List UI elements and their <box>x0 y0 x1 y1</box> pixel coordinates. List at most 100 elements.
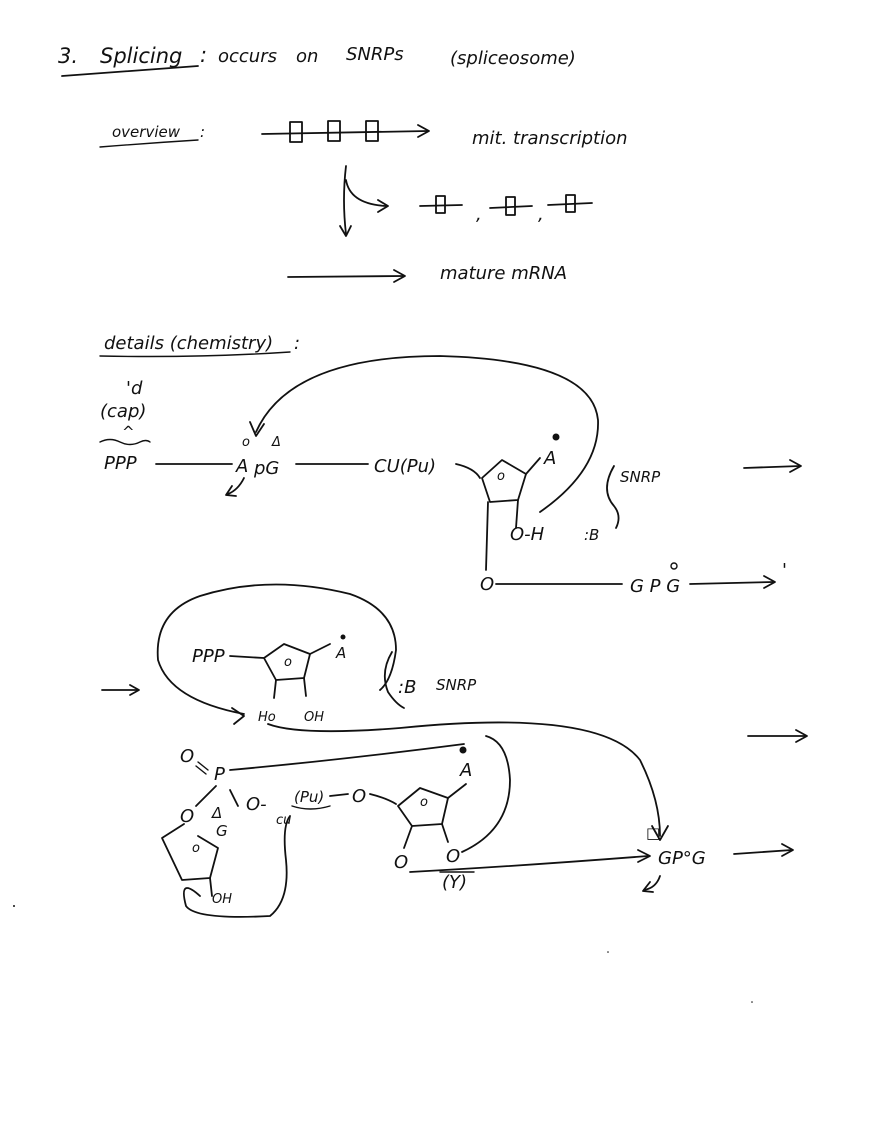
branch-dot-2 <box>340 634 346 640</box>
prime-mark: ' <box>782 560 787 581</box>
attack-arrow-2 <box>267 721 661 837</box>
phosphate-to-a <box>229 743 465 771</box>
circle-mark-2 <box>670 562 678 570</box>
ppp-2: PPP <box>192 646 225 667</box>
branch-loop <box>461 735 511 853</box>
base-label-1: :B <box>584 526 599 544</box>
details-underline <box>99 351 291 358</box>
heading-occurs: occurs <box>218 46 277 67</box>
pg-label: pG <box>253 458 279 479</box>
lariat-loop-2 <box>182 815 291 918</box>
pu-label-2: (Pu) <box>294 788 324 806</box>
cap-squiggle <box>99 438 151 446</box>
curl-arrow <box>643 875 661 891</box>
final-attack-arrowhead <box>637 849 651 863</box>
oh-label-3: OH <box>212 892 232 907</box>
details-label: details (chemistry) <box>104 333 273 354</box>
leaving-arrow <box>227 477 245 495</box>
step-arrowhead-3 <box>781 843 794 857</box>
leaving-arrowhead <box>225 485 237 497</box>
arrowhead-5 <box>763 575 776 589</box>
heading-on: on <box>296 46 318 67</box>
heading-spliceosome: (spliceosome) <box>450 48 576 69</box>
mature-arrow <box>287 269 406 283</box>
triangle-mark: Δ <box>271 435 281 450</box>
branch-dot-1 <box>552 433 560 441</box>
attack-arrowhead-2 <box>651 825 669 841</box>
split-arrows <box>339 165 389 237</box>
branch-dot-3 <box>459 746 467 754</box>
backbone-3 <box>455 463 481 479</box>
step-arrowhead-2 <box>795 729 808 743</box>
snrp-label-1: SNRP <box>620 468 661 486</box>
bond-to-o <box>329 793 349 797</box>
hydroxyl-label: O-H <box>510 524 545 545</box>
heading-number: 3. <box>58 44 78 68</box>
caret-mark: ^ <box>122 423 135 441</box>
lariat-arrowhead <box>231 707 245 725</box>
oxygen-left-2: O <box>394 852 408 873</box>
speck-2 <box>607 951 609 953</box>
heading-snrps: SNRPs <box>346 44 404 65</box>
mature-mrna-label: mature mRNA <box>440 263 567 284</box>
speck-1 <box>13 905 15 907</box>
adenine-2: A <box>335 644 346 662</box>
ribose-ring-2 <box>263 643 331 699</box>
ring-oxygen-2: o <box>284 655 292 670</box>
triangle-mark-2: Δ <box>211 804 222 822</box>
curl-arrowhead <box>642 881 654 893</box>
gpg-label-1: G P G <box>630 576 680 597</box>
incoming-arrowhead <box>129 684 140 696</box>
oxygen-double: O <box>180 746 194 767</box>
attack-arrow-1 <box>255 355 599 513</box>
heading-colon: : <box>200 43 207 67</box>
speck-3 <box>751 1001 753 1003</box>
p-o-bond-2 <box>229 789 239 807</box>
final-attack-arrow <box>409 855 649 873</box>
overview-colon: : <box>200 123 205 141</box>
step-arrowhead-1 <box>789 459 802 473</box>
ribose-ring-1 <box>481 457 541 571</box>
spliced-fragments <box>419 194 593 216</box>
y-label: (Y) <box>442 872 467 893</box>
snrp-label-2: SNRP <box>436 676 477 694</box>
bond-to-ring-4 <box>369 793 397 805</box>
primary-transcript-diagram <box>261 120 430 143</box>
oxygen-3prime: O <box>480 574 494 595</box>
ribose-ring-4 <box>397 783 467 849</box>
oxygen-minus: O- <box>246 794 267 815</box>
ppp-2-bond <box>229 655 265 659</box>
ppp-5prime: PPP <box>104 453 137 474</box>
circle-mark: o <box>242 435 250 450</box>
comma-2: , <box>538 204 544 225</box>
ho-label: Ho <box>258 710 276 725</box>
comma-1: , <box>476 204 482 225</box>
lariat-loop <box>156 583 397 715</box>
oxygen-link: O <box>352 786 366 807</box>
step-arrow-1 <box>743 465 801 469</box>
snrp-bracket-2 <box>383 651 405 709</box>
heading-underline <box>61 65 199 77</box>
adenine-3: A <box>459 760 472 781</box>
ring-oxygen-1: o <box>497 469 505 484</box>
cap-label: (cap) <box>100 401 146 422</box>
step-arrow-3 <box>733 849 793 855</box>
overview-underline <box>99 139 199 148</box>
phosphorus: P <box>214 764 225 785</box>
base-label-2: :B <box>398 677 416 698</box>
adenine-cap: A <box>235 456 248 477</box>
oh-label-2: OH <box>304 710 324 725</box>
ring-oxygen-3: o <box>192 841 200 856</box>
details-colon: : <box>294 333 300 354</box>
cu-label-2: cu <box>276 813 291 828</box>
ring-oxygen-4: o <box>420 795 428 810</box>
guanine-2: G <box>216 822 228 840</box>
pu-underline <box>291 805 331 810</box>
five-prime-mark: 'd <box>126 378 143 399</box>
backbone-5 <box>689 581 775 585</box>
double-bond <box>195 761 209 775</box>
gpg-label-2: GP°G <box>658 848 706 869</box>
snrp-bracket-1 <box>606 465 620 529</box>
